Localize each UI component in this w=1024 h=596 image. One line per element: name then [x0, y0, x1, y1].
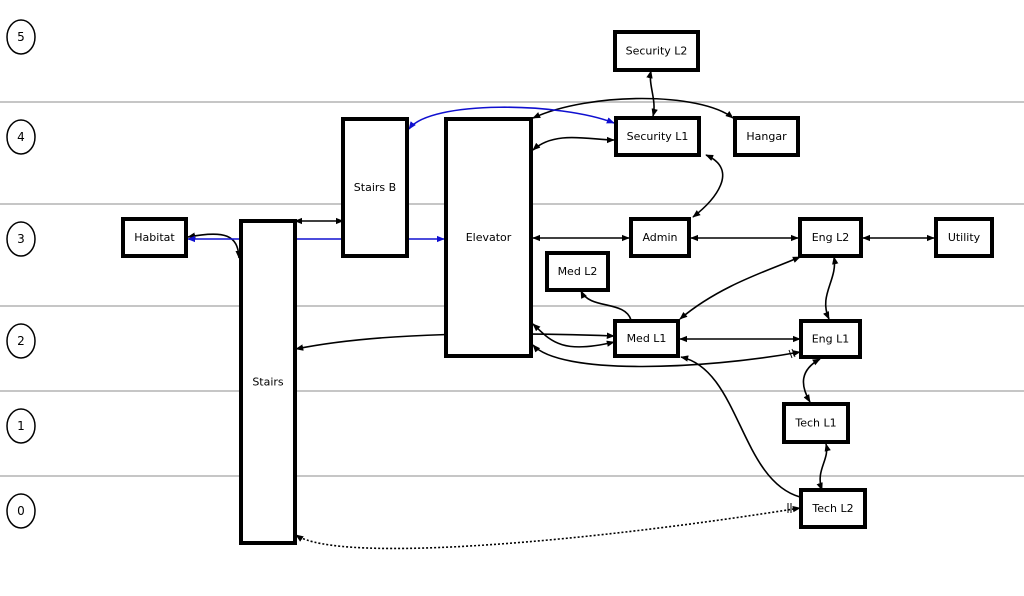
level-marker-2: 2 — [6, 323, 36, 359]
connections — [187, 70, 935, 550]
edge-eng-l2-eng-l1 — [823, 256, 839, 320]
level-marker-4: 4 — [6, 119, 36, 155]
node-label: Utility — [948, 231, 981, 244]
node-eng-l2[interactable]: Eng L2 — [798, 217, 863, 258]
level-label: 0 — [17, 504, 25, 518]
level-label: 4 — [17, 130, 25, 144]
node-security-l2[interactable]: Security L2 — [613, 30, 700, 72]
node-security-l1[interactable]: Security L1 — [614, 116, 701, 157]
node-label: Med L2 — [558, 265, 598, 278]
node-utility[interactable]: Utility — [934, 217, 994, 258]
node-tech-l2[interactable]: Tech L2 — [799, 488, 867, 529]
node-eng-l1[interactable]: Eng L1 — [799, 319, 862, 359]
edge-security-l2-security-l1 — [646, 70, 658, 117]
rooms: Security L2 Security L1 Hangar Stairs B … — [121, 30, 994, 545]
edge-tech-l2-med-l1 — [680, 355, 801, 498]
node-med-l2[interactable]: Med L2 — [545, 251, 610, 292]
edge-elevator-security-l1 — [532, 136, 615, 151]
edge-elevator-eng-l1 — [532, 344, 801, 368]
edge-eng-l1-tech-l1 — [802, 358, 821, 403]
node-label: Tech L1 — [794, 417, 836, 430]
node-elevator[interactable]: Elevator — [444, 117, 533, 358]
level-label: 5 — [17, 30, 25, 44]
node-tech-l1[interactable]: Tech L1 — [782, 402, 850, 444]
level-label: 2 — [17, 334, 25, 348]
level-label: 3 — [17, 232, 25, 246]
edge-security-l1-admin — [692, 154, 724, 218]
node-label: Elevator — [466, 231, 512, 244]
node-label: Habitat — [134, 231, 175, 244]
node-hangar[interactable]: Hangar — [733, 116, 800, 157]
level-marker-5: 5 — [6, 19, 36, 55]
node-label: Eng L2 — [812, 231, 850, 244]
node-label: Stairs — [252, 376, 284, 389]
node-label: Eng L1 — [812, 333, 850, 346]
node-label: Security L2 — [626, 45, 688, 58]
level-label: 1 — [17, 419, 25, 433]
edge-med-l1-med-l2 — [580, 290, 632, 321]
edge-stairs-b-security-l1 — [408, 106, 615, 130]
node-habitat[interactable]: Habitat — [121, 217, 188, 258]
level-marker-0: 0 — [6, 493, 36, 529]
node-label: Stairs B — [354, 181, 396, 194]
edge-stairs-tech-l2-dotted — [295, 505, 801, 550]
level-markers: 5 4 3 2 1 0 — [6, 19, 36, 529]
edge-habitat-stairs — [187, 232, 242, 259]
node-label: Tech L2 — [811, 502, 853, 515]
node-label: Admin — [642, 231, 677, 244]
edge-med-l1-eng-l2 — [679, 256, 801, 320]
node-label: Hangar — [746, 130, 787, 143]
level-marker-3: 3 — [6, 221, 36, 257]
node-label: Security L1 — [627, 130, 689, 143]
node-admin[interactable]: Admin — [629, 217, 691, 258]
level-marker-1: 1 — [6, 408, 36, 444]
node-stairs-b[interactable]: Stairs B — [341, 117, 409, 258]
edge-tech-l1-tech-l2 — [816, 443, 831, 491]
node-stairs[interactable]: Stairs — [239, 219, 297, 545]
door-tick-marks — [787, 348, 796, 513]
node-med-l1[interactable]: Med L1 — [613, 319, 680, 358]
node-label: Med L1 — [627, 332, 667, 345]
